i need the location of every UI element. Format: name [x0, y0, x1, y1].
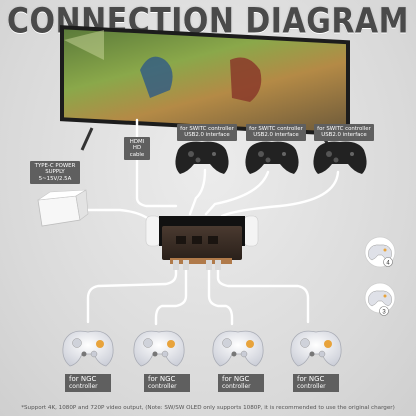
ngc-controller-2	[133, 330, 185, 367]
ngc-label-3: for NGC controller	[218, 374, 264, 392]
switch-label-2: for SWITC controller USB2.0 interface	[246, 124, 306, 141]
ngc-label-1: for NGC controller	[65, 374, 111, 392]
switch-dock	[145, 215, 259, 270]
ngc-controller-1	[62, 330, 114, 367]
side-badge-4: 4	[386, 261, 390, 267]
ngc-controller-3	[212, 330, 264, 367]
ngc-controller-4	[290, 330, 342, 367]
switch-controller-1	[175, 141, 229, 174]
switch-label-3: for SWITC controller USB2.0 interface	[314, 124, 374, 141]
power-adapter	[37, 189, 89, 227]
side-badge-3: 3	[382, 310, 386, 316]
hdmi-label: HDMI HD cable	[124, 137, 150, 161]
switch-label-1: for SWITC controller USB2.0 interface	[177, 124, 237, 141]
ngc-label-2: for NGC controller	[144, 374, 190, 392]
side-controller-3	[364, 282, 396, 314]
footnote: *Support 4K, 1080P and 720P video output…	[21, 405, 395, 411]
ngc-label-4: for NGC controller	[293, 374, 339, 392]
power-supply-label: TYPE-C POWER SUPPLY 5~15V/2.5A	[30, 161, 80, 185]
badge-circle-3	[379, 306, 389, 316]
badge-circle-4	[383, 257, 393, 267]
switch-controller-3	[313, 141, 367, 174]
cables	[80, 118, 340, 326]
switch-controller-2	[245, 141, 299, 174]
